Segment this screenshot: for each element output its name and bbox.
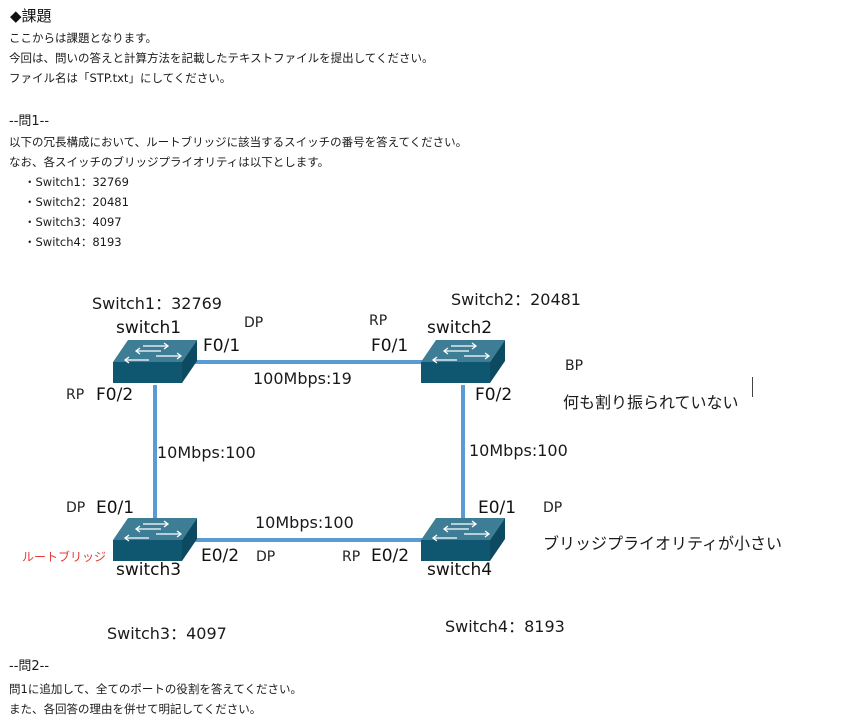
intro-line-3: ファイル名は「STP.txt」にしてください。 — [9, 71, 232, 85]
q2-header: --問2-- — [9, 659, 50, 674]
bp-note: 何も割り振られていない — [563, 393, 739, 412]
role-switch3-e01: DP — [66, 500, 86, 516]
q1-header: --問1-- — [9, 114, 50, 129]
role-switch1-f01: DP — [244, 315, 264, 331]
switch1-icon — [113, 340, 197, 383]
priority-item-2: ・Switch2：20481 — [24, 195, 129, 209]
switch2-icon — [421, 340, 505, 383]
switch3-port-e01: E0/1 — [96, 498, 135, 518]
link-right-label: 10Mbps:100 — [469, 441, 568, 460]
switch4-port-e02: E0/2 — [371, 546, 410, 566]
priority-item-4: ・Switch4：8193 — [24, 235, 122, 249]
switch4-name: switch4 — [427, 560, 493, 580]
text-cursor — [752, 377, 753, 397]
switch4-note: ブリッジプライオリティが小さい — [543, 534, 783, 553]
priority-item-3: ・Switch3：4097 — [24, 215, 122, 229]
switch1-priority-label: Switch1：32769 — [92, 294, 222, 313]
intro-line-1: ここからは課題となります。 — [9, 31, 158, 45]
switch4-port-e01: E0/1 — [478, 498, 517, 518]
bp-label: BP — [565, 358, 584, 374]
role-switch4-e02: RP — [342, 549, 361, 565]
page-title: ◆課題 — [10, 7, 52, 25]
switch3-icon — [113, 518, 197, 561]
switch4-priority-label: Switch4：8193 — [445, 617, 565, 636]
switch1-port-f01: F0/1 — [203, 336, 241, 356]
link-left-label: 10Mbps:100 — [157, 443, 256, 462]
switch2-name: switch2 — [427, 318, 493, 338]
role-switch3-e02: DP — [256, 549, 276, 565]
switch2-port-f01: F0/1 — [371, 336, 409, 356]
switch3-port-e02: E0/2 — [201, 546, 240, 566]
switch2-priority-label: Switch2：20481 — [451, 290, 581, 309]
q1-line-1: 以下の冗長構成において、ルートブリッジに該当するスイッチの番号を答えてください。 — [9, 135, 468, 149]
link-bottom-label: 10Mbps:100 — [255, 513, 354, 532]
switch3-name: switch3 — [116, 560, 182, 580]
role-switch1-f02: RP — [66, 387, 85, 403]
q2-line-2: また、各回答の理由を併せて明記してください。 — [9, 702, 262, 716]
switch1-name: switch1 — [116, 318, 182, 338]
root-bridge-label: ルートブリッジ — [22, 550, 107, 564]
switch2-port-f02: F0/2 — [475, 385, 513, 405]
role-switch2-f01: RP — [369, 313, 388, 329]
switch3-priority-label: Switch3：4097 — [107, 624, 227, 643]
q2-line-1: 問1に追加して、全てのポートの役割を答えてください。 — [9, 682, 302, 696]
intro-line-2: 今回は、問いの答えと計算方法を記載したテキストファイルを提出してください。 — [9, 51, 434, 65]
q1-line-2: なお、各スイッチのブリッジプライオリティは以下とします。 — [9, 155, 330, 169]
switch4-icon — [421, 518, 505, 561]
priority-item-1: ・Switch1：32769 — [24, 175, 129, 189]
link-top-label: 100Mbps:19 — [253, 369, 352, 388]
role-switch4-e01: DP — [543, 500, 563, 516]
switch1-port-f02: F0/2 — [96, 385, 134, 405]
